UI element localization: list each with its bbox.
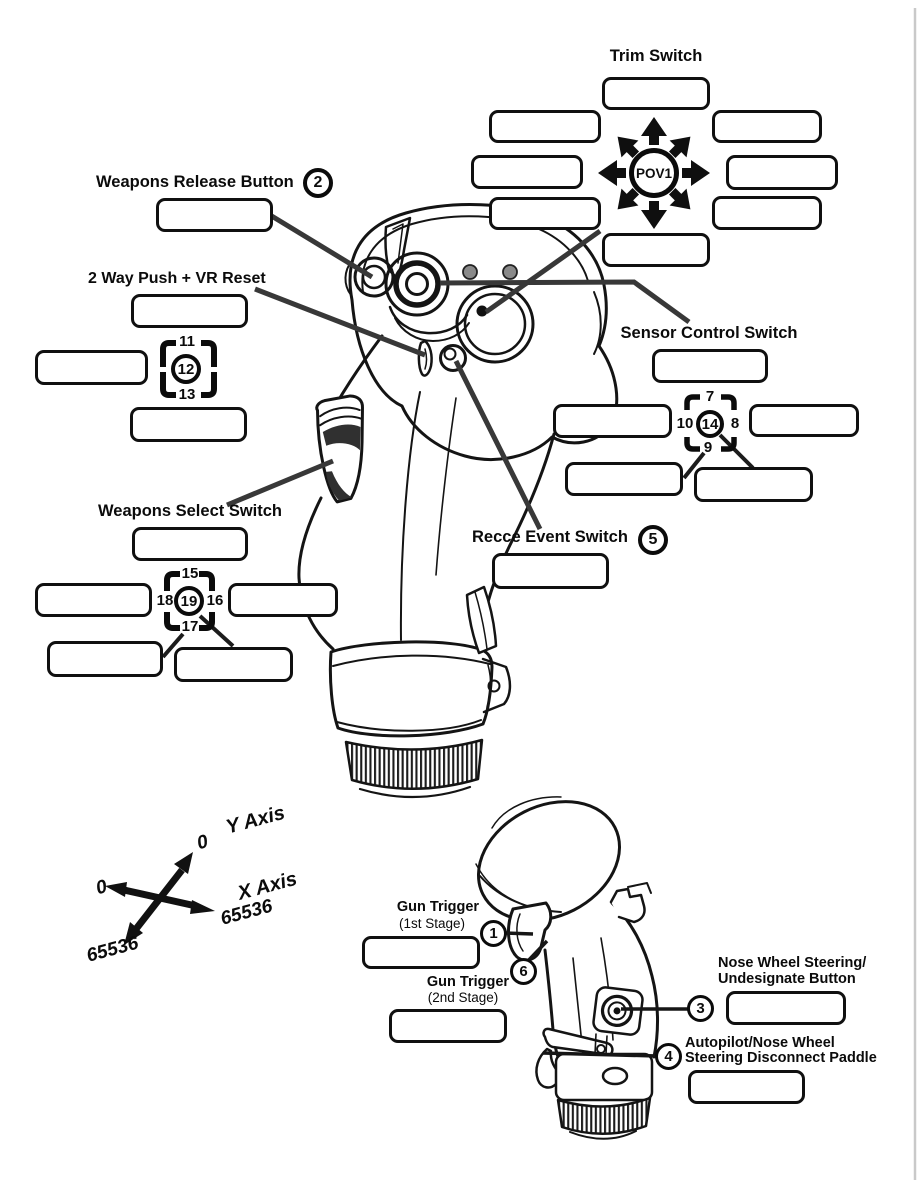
y-axis-label: Y Axis	[224, 802, 288, 839]
trim-box-right[interactable]	[726, 155, 838, 190]
callout-2: 2	[303, 168, 333, 198]
weapons-select-box-down[interactable]	[47, 641, 163, 677]
weapons-hat-num-down: 17	[181, 618, 199, 635]
autopilot-label-line1: Autopilot/Nose Wheel	[685, 1035, 835, 1051]
callout-lines	[504, 931, 689, 1058]
sensor-box-right[interactable]	[749, 404, 859, 437]
trim-box-left[interactable]	[471, 155, 583, 189]
sensor-hat-num-center: 14	[696, 410, 724, 438]
weapons-select-title: Weapons Select Switch	[98, 502, 282, 520]
callout-1: 1	[480, 920, 507, 947]
vr-hat-num-up: 11	[179, 333, 195, 350]
callout-6: 6	[510, 958, 537, 985]
trim-box-down-left[interactable]	[489, 197, 601, 230]
weapons-select-box-left[interactable]	[35, 583, 152, 617]
trim-box-up-left[interactable]	[489, 110, 601, 143]
vr-hat-bracket	[160, 340, 217, 398]
trim-switch-title: Trim Switch	[609, 47, 703, 65]
sensor-box-up[interactable]	[652, 349, 768, 383]
axis-diagram: Y Axis 0 0 X Axis 65536 65536	[84, 802, 299, 967]
gun-trigger2-label: Gun Trigger	[426, 974, 510, 990]
lower-joystick-drawing	[475, 796, 659, 1140]
weapons-hat-num-up: 15	[181, 565, 199, 582]
trim-box-down[interactable]	[602, 233, 710, 267]
weapons-release-box[interactable]	[156, 198, 273, 232]
weapons-hat-num-left: 18	[156, 592, 174, 609]
callout-5: 5	[638, 525, 668, 555]
weapons-hat-num-center: 19	[174, 586, 204, 616]
recce-event-box[interactable]	[492, 553, 609, 589]
weapons-release-label: Weapons Release Button	[96, 173, 294, 191]
trim-box-up[interactable]	[602, 77, 710, 110]
gun-trigger2-box[interactable]	[389, 1009, 507, 1043]
sensor-hat-num-up: 7	[705, 388, 715, 405]
vr-hat-down-box[interactable]	[130, 407, 247, 442]
weapons-select-box-right[interactable]	[228, 583, 338, 617]
sensor-hat-bracket	[684, 394, 737, 452]
vr-reset-label: 2 Way Push + VR Reset	[88, 270, 266, 287]
weapons-hat-num-right: 16	[206, 592, 224, 609]
leader-lines	[226, 212, 691, 531]
pov1-hat-label: POV1	[629, 148, 679, 198]
trim-box-down-right[interactable]	[712, 196, 822, 230]
pov-arrows-icon	[598, 117, 710, 229]
upper-joystick-drawing	[297, 203, 619, 799]
recce-event-label: Recce Event Switch	[472, 528, 628, 546]
sensor-box-left[interactable]	[553, 404, 672, 438]
nose-wheel-label-line1: Nose Wheel Steering/	[718, 955, 867, 971]
vr-hat-num-down: 13	[178, 386, 196, 403]
weapons-hat-bracket	[164, 571, 215, 631]
sensor-hat-num-down: 9	[703, 439, 713, 456]
autopilot-label-line2: Steering Disconnect Paddle	[685, 1050, 877, 1066]
hat-leader-lines	[161, 433, 755, 659]
weapons-select-box-up[interactable]	[132, 527, 248, 561]
gun-trigger1-sublabel: (1st Stage)	[398, 916, 466, 931]
callout-3: 3	[687, 995, 714, 1022]
sensor-control-title: Sensor Control Switch	[620, 324, 798, 342]
vr-hat-left-box[interactable]	[35, 350, 148, 385]
vr-reset-box[interactable]	[131, 294, 248, 328]
sensor-hat-num-left: 10	[676, 415, 694, 432]
nose-wheel-label-line2: Undesignate Button	[718, 971, 856, 987]
y-axis-max: 65536	[84, 933, 141, 967]
gun-trigger2-sublabel: (2nd Stage)	[427, 990, 499, 1005]
nose-wheel-box[interactable]	[726, 991, 846, 1025]
x-axis-min: 0	[94, 876, 110, 899]
trim-box-up-right[interactable]	[712, 110, 822, 143]
callout-4: 4	[655, 1043, 682, 1070]
sensor-box-down[interactable]	[565, 462, 683, 496]
gun-trigger1-box[interactable]	[362, 936, 480, 969]
sensor-hat-num-right: 8	[730, 415, 740, 432]
gun-trigger1-label: Gun Trigger	[396, 899, 480, 915]
vr-hat-num-center: 12	[171, 354, 201, 384]
weapons-select-box-press[interactable]	[174, 647, 293, 682]
autopilot-box[interactable]	[688, 1070, 805, 1104]
sensor-box-press[interactable]	[694, 467, 813, 502]
y-axis-min: 0	[195, 831, 211, 854]
